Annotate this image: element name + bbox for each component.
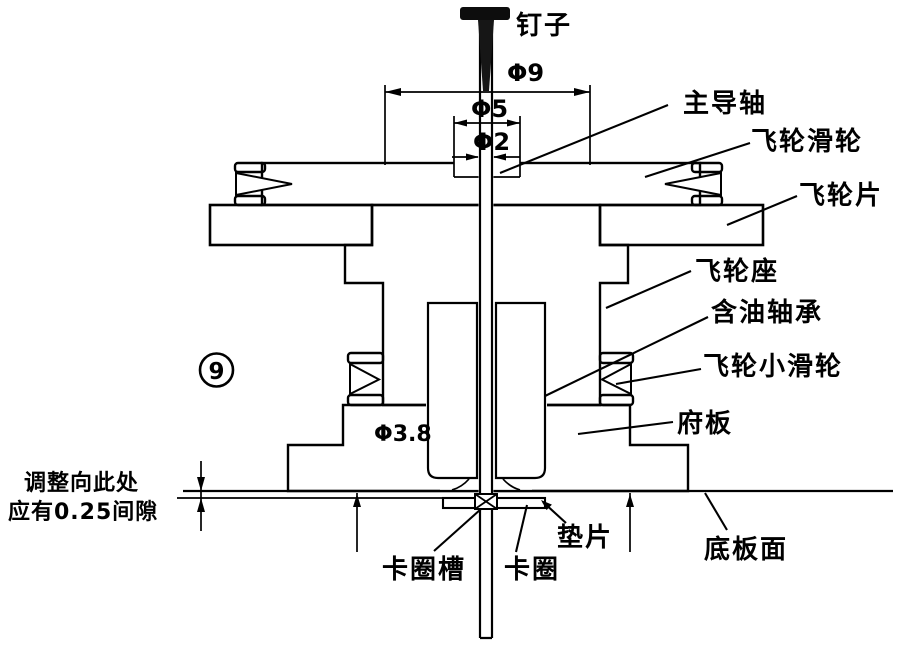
label-oil-bearing: 含油轴承 [711, 297, 823, 328]
leader-lines [433, 104, 798, 553]
label-mount-plate: 府板 [677, 408, 733, 439]
clamp-ring-shape [474, 493, 498, 510]
dim-phi2-label: Φ2 [473, 128, 510, 156]
dimension-phi2: Φ2 [452, 128, 520, 161]
leader-flywheel-seat [605, 270, 692, 309]
figure-number: 9 [208, 359, 224, 385]
leader-washer-arrowhead [541, 500, 552, 511]
label-small-pulley: 飞轮小滑轮 [703, 352, 843, 382]
main-shaft-shape [453, 20, 521, 640]
label-flywheel-seat: 飞轮座 [695, 256, 779, 287]
figure-number-badge: 9 [198, 352, 235, 388]
dim-phi5-label: Φ5 [471, 95, 508, 123]
dimension-gap-0-25 [197, 461, 205, 531]
dim-phi9-label: Φ9 [507, 59, 544, 87]
note-gap-line1: 调整向此处 [24, 470, 139, 496]
label-washer: 垫片 [557, 523, 613, 553]
leader-main-shaft [499, 104, 669, 174]
label-base-surface: 底板面 [704, 534, 788, 565]
base-extension-lines [353, 493, 634, 552]
leader-clamp-ring [514, 504, 529, 553]
label-clamp-ring: 卡圈 [504, 555, 560, 585]
leader-flywheel-disc [726, 195, 798, 226]
nail-shape [460, 7, 510, 91]
note-gap-line2: 应有0.25间隙 [8, 499, 158, 525]
dim-phi3-8-label: Φ3.8 [374, 422, 432, 447]
label-flywheel-disc: 飞轮片 [799, 181, 883, 211]
leader-clamp-ring-groove [433, 508, 482, 552]
leader-oil-bearing [544, 316, 709, 397]
leader-mount-plate [577, 420, 674, 436]
label-nail: 钉子 [516, 11, 572, 41]
leader-base-surface [704, 492, 728, 531]
label-main-shaft: 主导轴 [683, 89, 767, 119]
dimension-phi5: Φ5 [454, 95, 520, 127]
label-clamp-ring-groove: 卡圈槽 [382, 555, 466, 585]
leader-small-pulley [615, 367, 702, 386]
dimension-phi9: Φ9 [384, 59, 591, 165]
label-flywheel-pulley: 飞轮滑轮 [751, 127, 863, 157]
leader-flywheel-pulley [644, 142, 751, 178]
